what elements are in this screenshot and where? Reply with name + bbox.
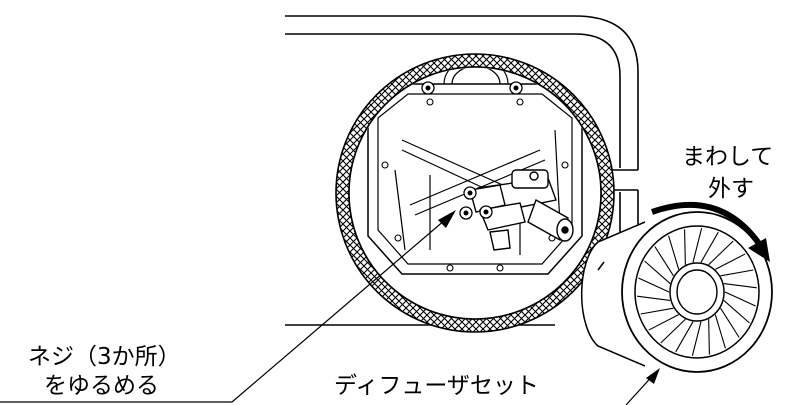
- mounting-holes: [381, 98, 569, 272]
- label-turn-line2: 外す: [708, 176, 754, 202]
- diffuser-vane: [708, 240, 734, 266]
- label-screws-line1: ネジ（3か所）: [28, 344, 181, 370]
- diffuser-vane: [654, 246, 674, 277]
- diffuser-vane: [720, 269, 754, 277]
- diffuser-vane: [640, 307, 674, 315]
- top-screw-left: [421, 81, 435, 95]
- diffuser-vane: [715, 253, 746, 270]
- diffuser-vane: [637, 295, 671, 301]
- burner-assembly: [469, 169, 574, 251]
- diffuser-vane: [723, 300, 750, 324]
- diffuser-vane: [691, 321, 702, 356]
- diffuser-vane: [644, 260, 671, 284]
- diffuser-vane: [714, 314, 726, 349]
- label-screws-line2: をゆるめる: [44, 373, 159, 399]
- diffuser-vanes: [637, 228, 757, 356]
- label-diffuser-set: ディフューザセット: [334, 373, 539, 399]
- diffuser-vane: [723, 283, 757, 289]
- diffuser-vane: [638, 277, 670, 293]
- diffuser-vane: [720, 307, 740, 338]
- diffuser-vane: [724, 291, 756, 307]
- top-screw-right: [509, 81, 523, 95]
- diffuser-vane: [692, 228, 703, 263]
- diffuser-vane: [660, 318, 686, 344]
- burner-screws: [459, 186, 493, 220]
- housing-outline: [285, 15, 639, 326]
- diffuser-vane: [708, 319, 710, 355]
- diffuser-set: [580, 211, 773, 373]
- rotation-arrow: [651, 202, 770, 262]
- diffuser-vane: [668, 235, 680, 270]
- diffuser-vane: [648, 314, 679, 331]
- diffuser-vane: [675, 321, 694, 353]
- leader-arrow-diffuser: [646, 368, 660, 384]
- diffuser-vane: [700, 231, 719, 263]
- leader-arrow-screws: [438, 210, 456, 228]
- diffuser-vane: [684, 229, 686, 265]
- label-turn-line1: まわして: [682, 144, 774, 170]
